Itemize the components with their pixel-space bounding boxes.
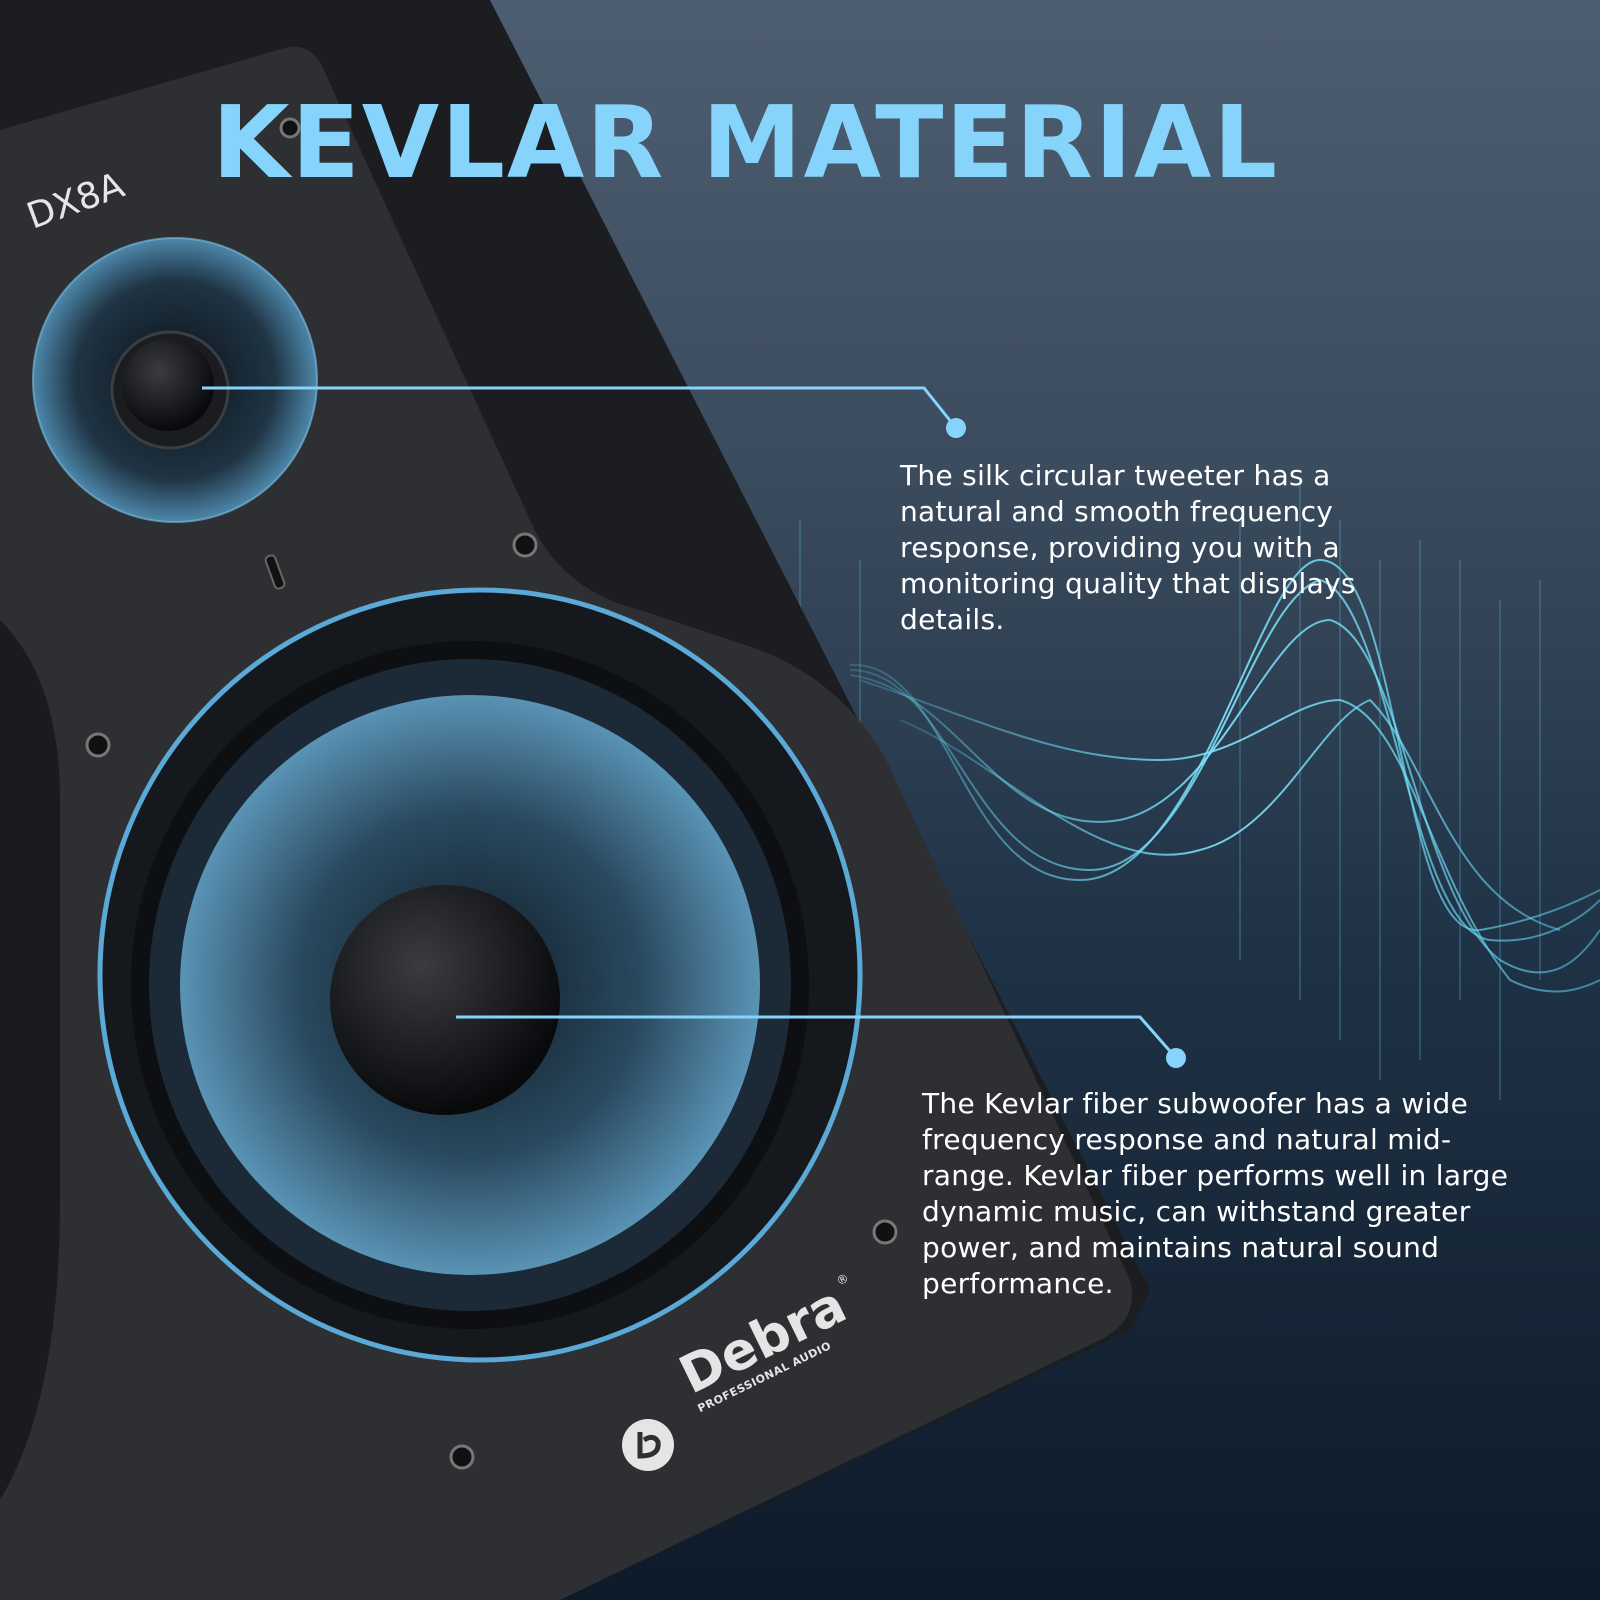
woofer-description: The Kevlar fiber subwoofer has a wide fr… [922,1087,1509,1300]
screws [85,117,898,1470]
tweeter-description: The silk circular tweeter has a natural … [900,459,1356,636]
callout-dot-woofer [1166,1048,1186,1068]
callout-lines [202,386,1178,1059]
tweeter [32,237,318,523]
led-indicator [264,554,286,590]
woofer [97,587,863,1363]
brand-logo-icon [622,1419,674,1471]
callout-dot-tweeter [946,418,966,438]
sound-wave-graphic [799,480,1600,1100]
page-title: KEVLAR MATERIAL [212,84,1280,201]
